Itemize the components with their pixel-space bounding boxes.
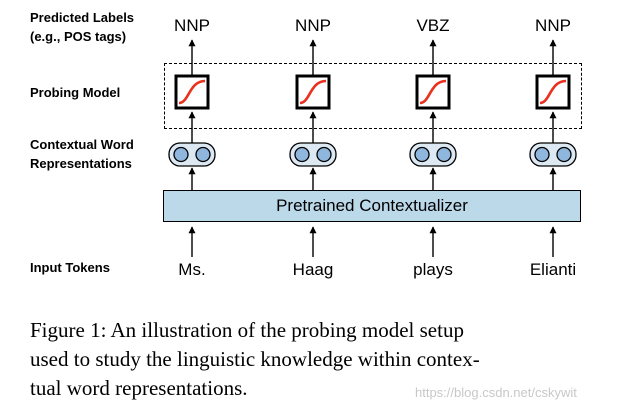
- probe-classifier-icon: [415, 74, 451, 110]
- figure-caption: Figure 1: An illustration of the probing…: [30, 316, 610, 403]
- predicted-label: NNP: [174, 16, 210, 35]
- column-1: [168, 39, 216, 257]
- predicted-label: VBZ: [416, 16, 450, 35]
- vector-circle: [556, 146, 572, 163]
- probe-classifier-icon: [295, 74, 331, 110]
- predicted-labels-heading: Predicted Labels (e.g., POS tags): [30, 8, 134, 46]
- input-token: Ms.: [178, 260, 206, 279]
- pretrained-contextualizer: Pretrained Contextualizer: [163, 190, 581, 222]
- sigmoid-curve: [299, 79, 327, 105]
- sigmoid-curve: [539, 79, 567, 105]
- probe-classifier-icon: [535, 74, 571, 110]
- column-4: [529, 39, 577, 257]
- sigmoid-curve: [178, 79, 206, 105]
- vector-circle: [436, 146, 452, 163]
- predicted-labels-line-2: (e.g., POS tags): [30, 29, 127, 44]
- contextual-line-1: Contextual Word: [30, 137, 134, 152]
- predicted-label: NNP: [295, 16, 331, 35]
- watermark-url: https://blog.csdn.net/cskywit: [415, 385, 577, 400]
- contextual-line-2: Representations: [30, 156, 132, 171]
- vector-circle: [316, 146, 332, 163]
- input-token: Elianti: [529, 260, 577, 279]
- input-token: Haag: [292, 260, 334, 279]
- vector-circle: [195, 146, 211, 163]
- probing-model-heading: Probing Model: [30, 85, 121, 100]
- input-tokens-heading: Input Tokens: [30, 260, 110, 275]
- probe-classifier-icon: [174, 74, 210, 110]
- input-token: plays: [413, 260, 453, 279]
- caption-line-2: used to study the linguistic knowledge w…: [30, 347, 480, 371]
- caption-line-1: Figure 1: An illustration of the probing…: [30, 318, 464, 342]
- representation-pill: [409, 142, 457, 167]
- probing-model-region: [164, 63, 582, 129]
- representation-pill: [168, 142, 216, 167]
- vector-circle: [534, 146, 550, 163]
- caption-line-3: tual word representations.: [30, 376, 248, 400]
- vector-circle: [414, 146, 430, 163]
- sigmoid-curve: [419, 79, 447, 105]
- predicted-labels-line-1: Predicted Labels: [30, 10, 135, 25]
- predicted-label: NNP: [535, 16, 571, 35]
- representation-pill: [289, 142, 337, 167]
- representation-pill: [529, 142, 577, 167]
- column-3: [409, 39, 457, 257]
- vector-circle: [294, 146, 310, 163]
- column-2: [289, 39, 337, 257]
- contextual-representations-heading: Contextual Word Representations: [30, 135, 134, 173]
- vector-circle: [173, 146, 189, 163]
